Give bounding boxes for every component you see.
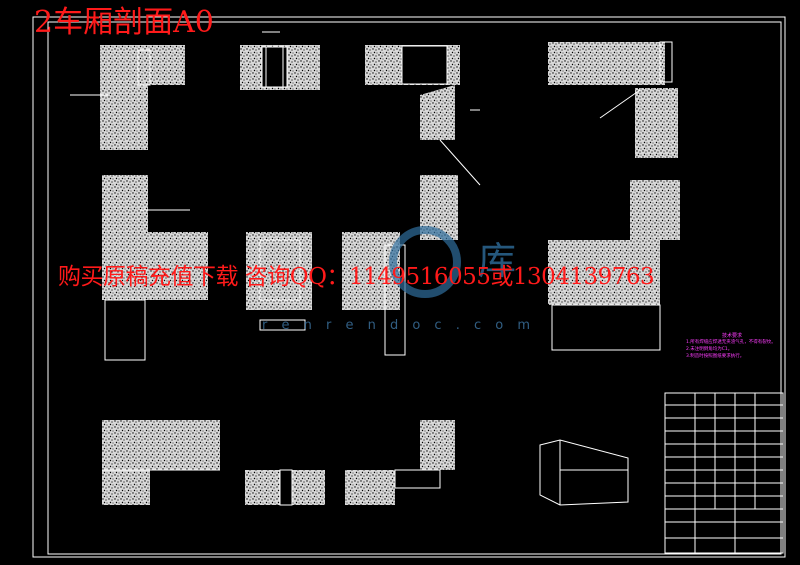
drawing-title: 2车厢剖面A0 [34, 5, 214, 40]
title-block [664, 392, 784, 554]
section-bottom-center-right [345, 420, 455, 505]
watermark-logo-text: 库 [478, 239, 517, 283]
notes-title: 技术要求 [721, 333, 742, 339]
section-mid-right [548, 180, 680, 351]
section-bottom-center [245, 469, 325, 506]
section-panel-top-2 [365, 45, 481, 186]
note-line: 3.制造时按照图纸要求执行。 [686, 354, 745, 359]
watermark-logo-icon [389, 226, 461, 298]
note-line: 1.所有焊缝应焊透无夹渣气孔，不得有裂纹。 [686, 340, 776, 345]
technical-notes: 技术要求 1.所有焊缝应焊透无夹渣气孔，不得有裂纹。 2.未注明倒角均为C1。 … [686, 332, 778, 360]
watermark-url: r e n r e n d o c . c o m [262, 318, 536, 333]
section-corner-top-left [70, 45, 185, 150]
outer-frame [32, 16, 786, 558]
section-mid-left [102, 175, 208, 361]
section-bottom-left [102, 420, 220, 505]
watermark-text: 购买原稿充值下载 咨询QQ：1149516055或1304139763 [58, 264, 655, 290]
section-corner-top-right [548, 41, 678, 158]
section-mid-center-left [246, 232, 312, 331]
isometric-box [539, 439, 629, 506]
section-panel-top-1 [240, 31, 320, 90]
inner-frame [47, 21, 782, 555]
note-line: 2.未注明倒角均为C1。 [686, 347, 733, 352]
